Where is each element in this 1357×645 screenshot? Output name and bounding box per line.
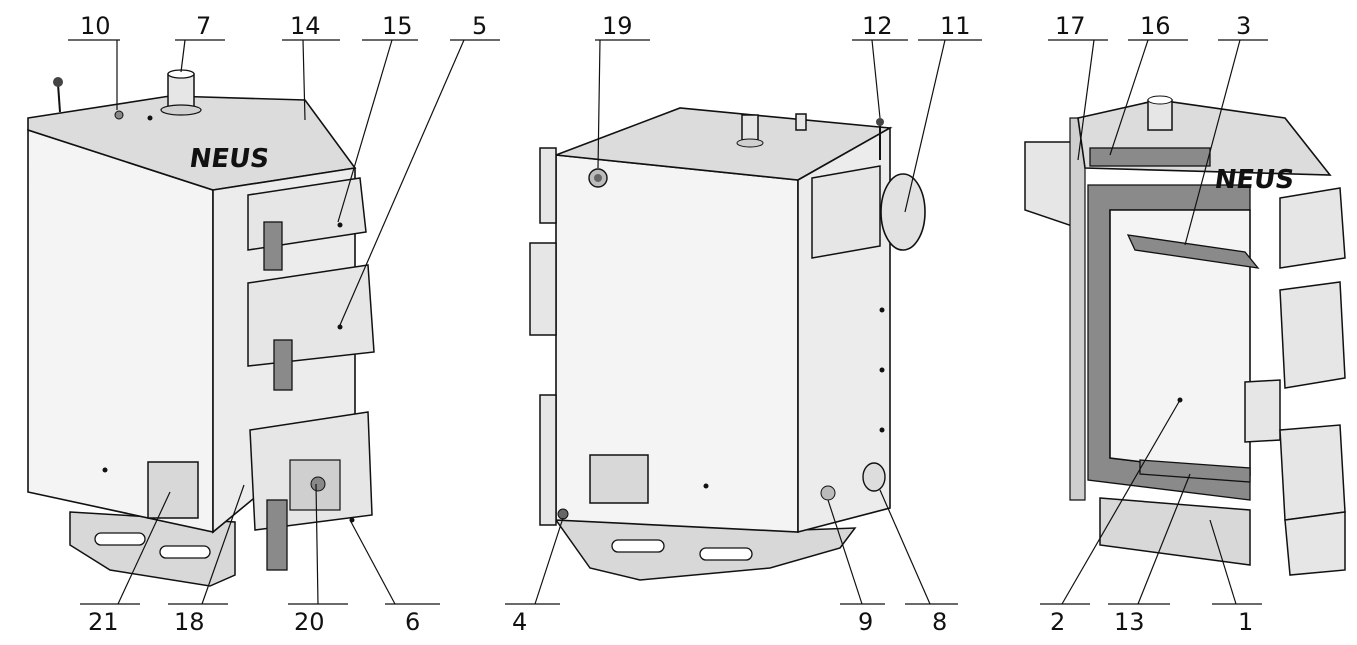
svg-text:17: 17 <box>1055 12 1086 40</box>
callout-20: 20 <box>288 483 348 636</box>
callout-12: 12 <box>852 12 908 119</box>
callout-9: 9 <box>827 499 885 636</box>
boiler-front-view: NEUS <box>27 69 375 587</box>
svg-text:3: 3 <box>1236 12 1251 40</box>
callout-1: 1 <box>1209 519 1262 636</box>
callout-21: 21 <box>80 491 171 636</box>
svg-text:12: 12 <box>862 12 893 40</box>
svg-text:13: 13 <box>1114 608 1145 636</box>
boiler-back-view <box>529 107 926 581</box>
svg-text:4: 4 <box>512 608 527 636</box>
svg-text:20: 20 <box>294 608 325 636</box>
svg-text:14: 14 <box>290 12 321 40</box>
callout-14: 14 <box>282 12 340 121</box>
callout-17: 17 <box>1048 12 1108 161</box>
callout-5: 5 <box>339 12 500 326</box>
svg-text:16: 16 <box>1140 12 1171 40</box>
callout-10: 10 <box>68 12 120 110</box>
svg-text:15: 15 <box>382 12 413 40</box>
callout-16: 16 <box>1109 12 1188 156</box>
callout-4: 4 <box>505 517 564 636</box>
svg-text:19: 19 <box>602 12 633 40</box>
callout-7: 7 <box>175 12 225 73</box>
callout-8: 8 <box>879 489 958 636</box>
callout-13: 13 <box>1108 473 1191 636</box>
svg-text:1: 1 <box>1238 608 1253 636</box>
svg-text:10: 10 <box>80 12 111 40</box>
brand-logo-section: NEUS <box>1213 165 1297 195</box>
svg-text:5: 5 <box>472 12 487 40</box>
svg-text:21: 21 <box>88 608 119 636</box>
callout-19: 19 <box>595 12 650 169</box>
boiler-section-view: NEUS <box>1024 95 1346 576</box>
callout-18: 18 <box>168 484 245 636</box>
svg-text:18: 18 <box>174 608 205 636</box>
svg-text:6: 6 <box>405 608 420 636</box>
svg-text:9: 9 <box>858 608 873 636</box>
callout-6: 6 <box>349 519 440 636</box>
svg-text:8: 8 <box>932 608 947 636</box>
callout-2: 2 <box>1040 399 1181 636</box>
svg-text:11: 11 <box>940 12 971 40</box>
callout-3: 3 <box>1184 12 1268 246</box>
svg-text:2: 2 <box>1050 608 1065 636</box>
callout-15: 15 <box>337 12 418 223</box>
brand-logo: NEUS <box>188 144 272 174</box>
callout-11: 11 <box>904 12 982 213</box>
svg-text:7: 7 <box>196 12 211 40</box>
